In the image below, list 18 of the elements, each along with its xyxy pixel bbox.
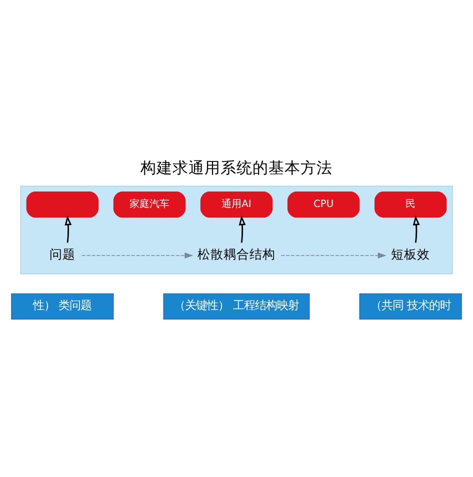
node-text: 问题 bbox=[49, 248, 76, 263]
node-text: 短板效 bbox=[391, 248, 430, 263]
node-box bbox=[26, 191, 99, 218]
diagram-title: 构建求通用系统的基本方法 bbox=[140, 159, 332, 178]
node-box: 性） 类问题 bbox=[11, 293, 114, 320]
arrow bbox=[238, 215, 246, 243]
node-text: 松散耦合结构 bbox=[198, 248, 276, 263]
arrow bbox=[64, 215, 72, 243]
node-box: CPU bbox=[287, 191, 360, 218]
cluster bbox=[20, 186, 453, 274]
arrow bbox=[412, 215, 420, 243]
node-box: 民 bbox=[374, 191, 447, 218]
node-box: （共同 技术的时 bbox=[359, 293, 462, 320]
arrow bbox=[280, 252, 386, 258]
node-box: 通用AI bbox=[200, 191, 273, 218]
node-box: 家庭汽车 bbox=[113, 191, 186, 218]
arrow bbox=[81, 252, 194, 258]
node-box: （关键性） 工程结构映射 bbox=[163, 293, 310, 320]
